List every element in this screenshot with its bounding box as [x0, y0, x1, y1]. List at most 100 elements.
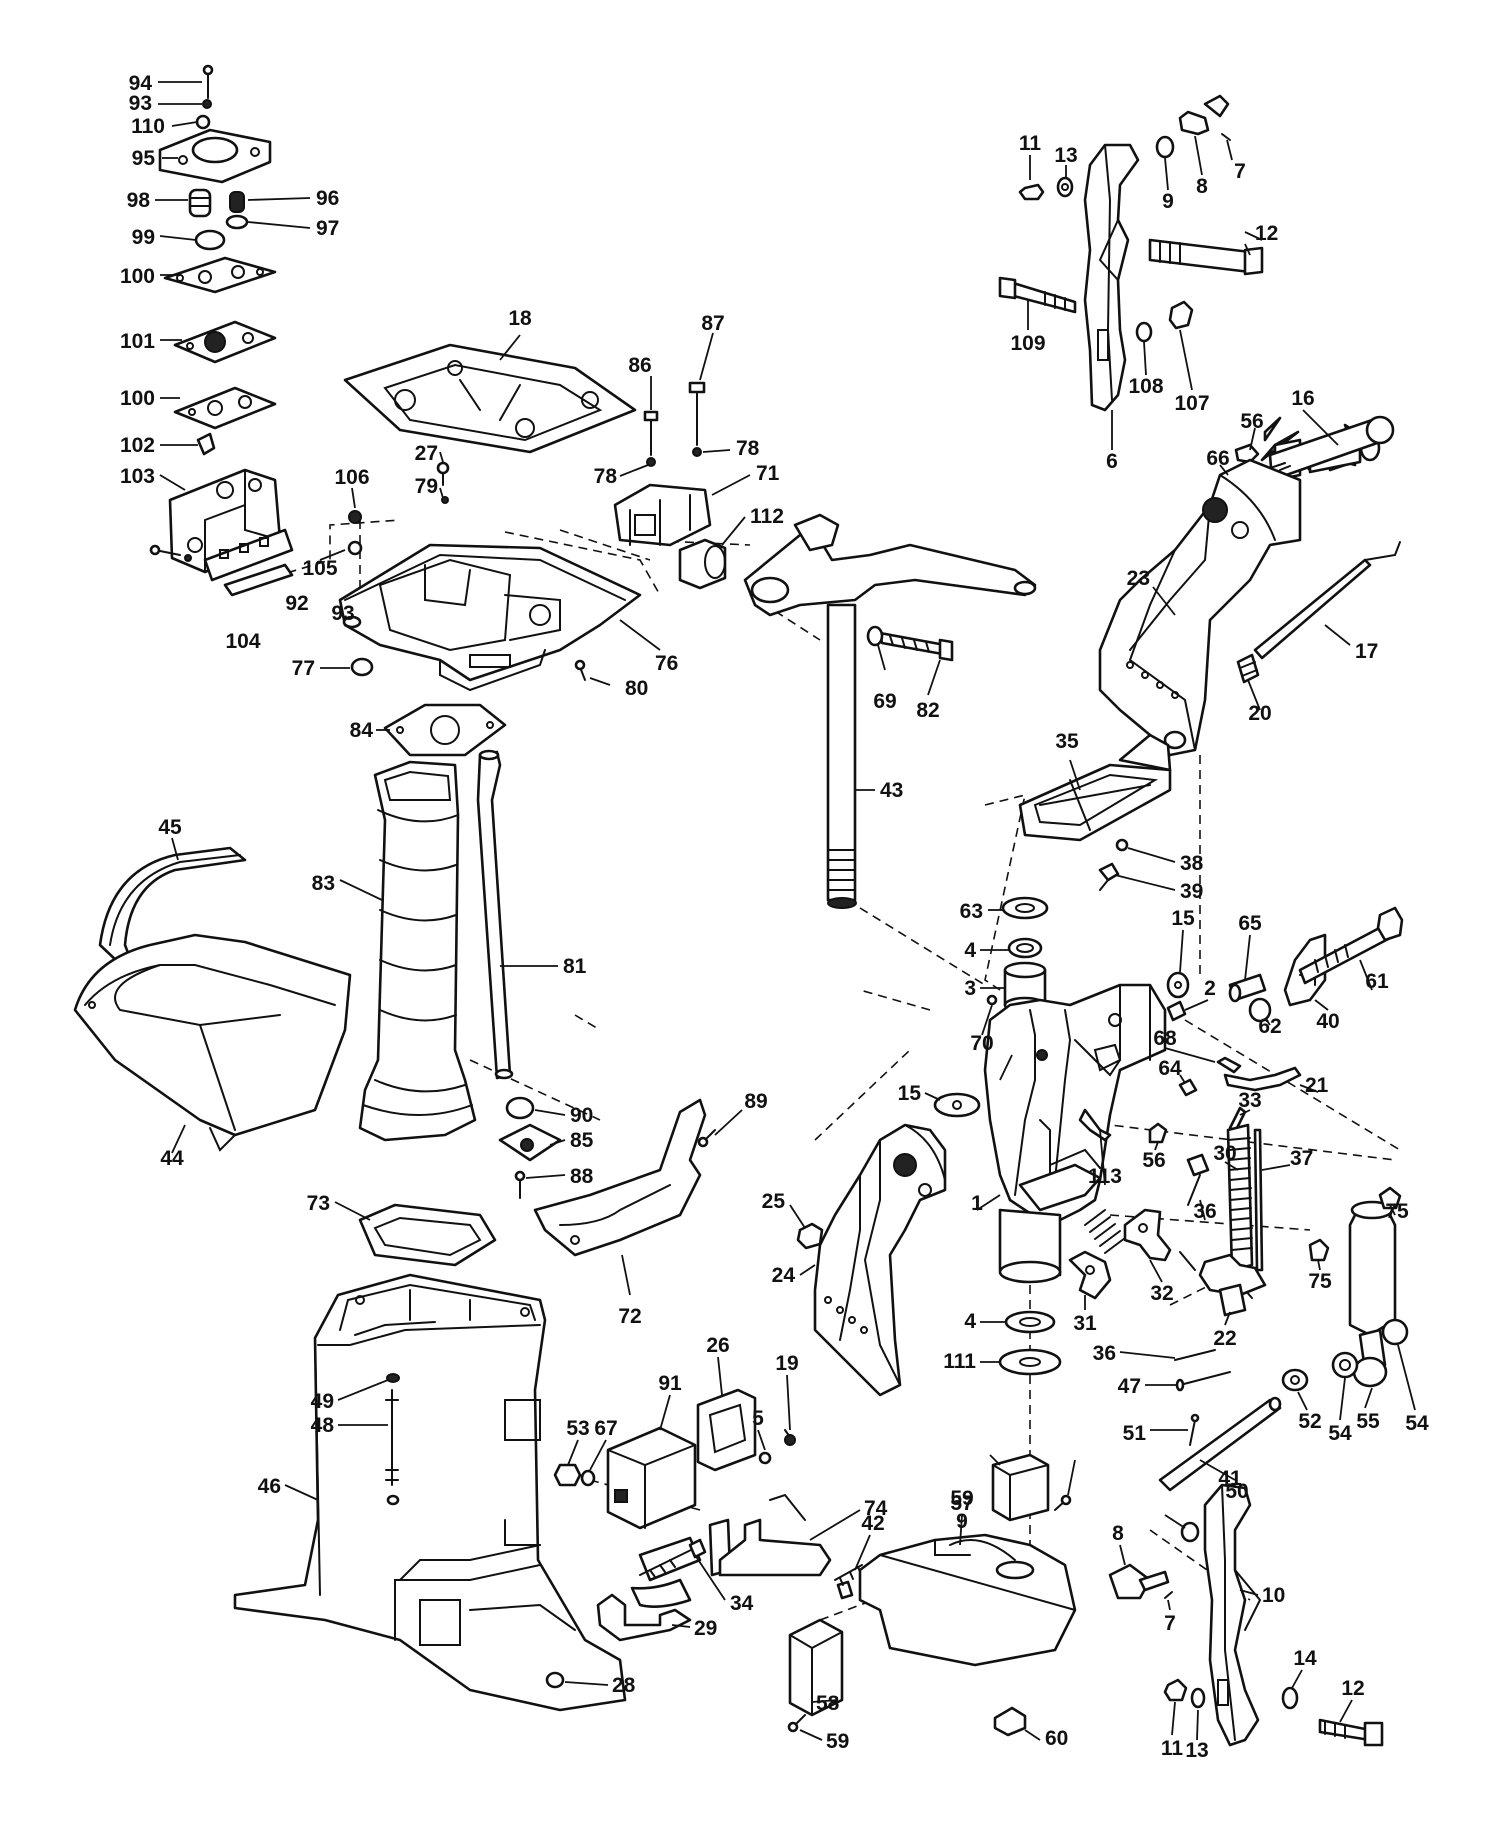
callout-pin-65: 65: [1238, 912, 1262, 935]
callout-steering-arm: 43: [880, 779, 903, 802]
callout-adapter-plate: 76: [655, 652, 678, 675]
callout-tube-seal: 73: [307, 1192, 330, 1215]
callout-rubber-mount-91: 91: [658, 1372, 682, 1395]
body-plug: [347, 540, 363, 556]
washer-9-bottom: [1180, 1521, 1200, 1543]
callout-lever-21: 21: [1305, 1074, 1329, 1097]
callout-washer-15-left: 15: [898, 1082, 922, 1105]
callout-nut-54-left: 54: [1328, 1422, 1352, 1445]
grommet-group: [358, 1096, 716, 1267]
callout-bracket-washer-b: 78: [594, 465, 618, 488]
clip-29: [596, 1593, 692, 1642]
tilt-link: [1253, 1128, 1264, 1272]
callout-body-plate: 104: [225, 630, 260, 653]
callout-spring-113: 113: [1088, 1165, 1122, 1188]
stern-bracket-right: [1098, 415, 1401, 757]
carb-spring-b: [229, 191, 245, 213]
callout-carb-spring: 98: [127, 189, 151, 212]
adapter-washer: [441, 496, 449, 504]
splash-shield: [533, 1098, 707, 1257]
damper-55: [1348, 1203, 1397, 1337]
washer-15-right: [1166, 971, 1190, 999]
callout-washer-62: 62: [1258, 1015, 1281, 1038]
exhaust-tube: [358, 760, 477, 1142]
washer-4-top: [1007, 937, 1043, 959]
washer-63: [1001, 896, 1049, 920]
leader-lines: [155, 81, 1416, 1741]
washer-14: [1281, 1686, 1299, 1710]
gasket-a: [163, 256, 277, 294]
nut-107: [1168, 300, 1194, 330]
callout-tilt-rod: 17: [1355, 640, 1378, 663]
spring-30: [1226, 1123, 1254, 1272]
callout-bracket-washer-a: 78: [736, 437, 760, 460]
callout-gasket-b: 101: [120, 330, 155, 353]
callout-lock-plate: 40: [1316, 1010, 1339, 1033]
callout-washer-4-top: 4: [964, 939, 976, 962]
pin-64: [1178, 1078, 1198, 1097]
callout-thrust-plate: 35: [1055, 730, 1079, 753]
nut-75-left: [1308, 1238, 1330, 1262]
knob-8: [1178, 110, 1210, 136]
callout-bolt-16: 16: [1291, 387, 1314, 410]
stud-42: [836, 1580, 854, 1600]
mount-housing-group: [858, 1453, 1077, 1737]
exhaust-housing-group: [233, 1273, 627, 1712]
callout-spring-33-top: 33: [1238, 1089, 1261, 1112]
callout-nut-56: 56: [1240, 410, 1263, 433]
mount-plate-26: [696, 1388, 757, 1472]
callout-pin-47: 47: [1118, 1375, 1141, 1398]
washer-52: [1281, 1368, 1309, 1392]
mount-group: [545, 1388, 863, 1733]
callout-nut-top: 11: [1019, 132, 1042, 155]
callout-carb-cover: 95: [132, 147, 156, 170]
carburetor-stack: [149, 64, 363, 597]
callout-adapter-washer: 79: [415, 475, 438, 498]
callout-lever-31: 31: [1073, 1312, 1097, 1335]
pin-36-top: [1187, 1174, 1201, 1206]
bracket-washer-b: [692, 447, 702, 457]
adapter-plug: [350, 657, 374, 677]
exhaust-tube-group: [358, 749, 514, 1142]
callout-washer-5: 5: [752, 1407, 764, 1430]
fitting-2: [1166, 1000, 1187, 1022]
body-pin: [348, 510, 362, 524]
callout-body-plug: 105: [302, 557, 337, 580]
washer-4-bottom: [1004, 1310, 1056, 1334]
callout-cam-32: 32: [1150, 1282, 1173, 1305]
lower-cover: [73, 933, 352, 1137]
callout-carb-screw: 94: [129, 72, 153, 95]
callout-strap-74: 74: [864, 1497, 888, 1520]
steering-arm-yoke: [743, 533, 1037, 617]
nut-25: [796, 1222, 824, 1250]
carb-cover-dome: [191, 136, 239, 164]
callout-washer-111: 111: [943, 1350, 976, 1373]
callout-nut-107: 107: [1174, 392, 1209, 415]
gasket-c: [173, 386, 277, 430]
nut-53: [553, 1463, 582, 1487]
carb-plug: [195, 114, 211, 130]
nut-11-bottom: [1163, 1678, 1188, 1702]
callout-bushing-3: 3: [964, 977, 976, 1000]
washer-15-left: [933, 1092, 981, 1118]
stern-bracket-left: [796, 1123, 947, 1397]
callout-carb-cap: 99: [132, 226, 155, 249]
callout-spring-20: 20: [1248, 702, 1271, 725]
callout-arm-bolt: 82: [916, 699, 939, 722]
tilt-rod: [1253, 558, 1372, 660]
washer-38: [1115, 838, 1129, 852]
water-tube: [476, 750, 512, 1080]
arm-washer: [866, 625, 884, 647]
pin-7-bottom: [1164, 1591, 1173, 1599]
callout-washer-66: 66: [1206, 447, 1229, 470]
callout-carb-spring-b: 96: [316, 187, 339, 210]
thrust-plate: [1018, 763, 1172, 842]
callout-washer-63: 63: [960, 900, 983, 923]
callout-gasket-a: 100: [120, 265, 155, 288]
callout-bolt-12-bottom: 12: [1341, 1677, 1364, 1700]
rubber-mount-91: [606, 1426, 697, 1530]
callout-stud-48: 48: [311, 1414, 335, 1437]
callout-body-pin: 106: [334, 466, 369, 489]
callout-tube-50: 50: [1225, 1480, 1248, 1503]
callout-pin-68: 68: [1153, 1027, 1177, 1050]
